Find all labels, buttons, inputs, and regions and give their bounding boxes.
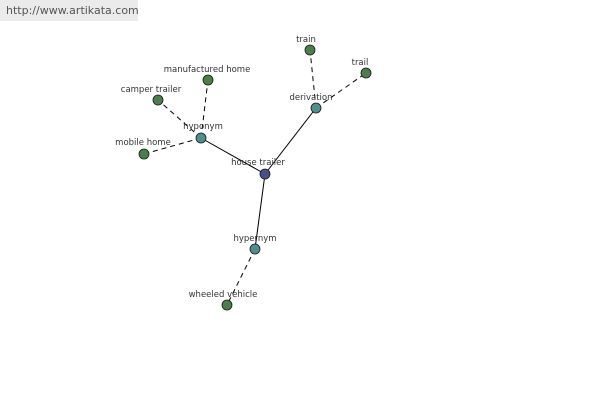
edge-house-trailer-to-derivation bbox=[264, 107, 317, 175]
node-label-hyponym: hyponym bbox=[183, 122, 223, 132]
node-label-manufactured-home: manufactured home bbox=[164, 65, 251, 75]
edge-layer bbox=[143, 49, 367, 306]
edge-house-trailer-to-hyponym bbox=[200, 137, 266, 175]
node-label-train: train bbox=[296, 35, 316, 45]
edge-derivation-to-trail bbox=[315, 72, 367, 109]
node-derivation[interactable] bbox=[310, 102, 322, 114]
node-label-mobile-home: mobile home bbox=[115, 138, 171, 148]
node-trail[interactable] bbox=[360, 67, 372, 79]
edge-house-trailer-to-hypernym bbox=[254, 173, 266, 250]
edge-hyponym-to-manufactured-home bbox=[200, 79, 209, 139]
node-label-house-trailer: house trailer bbox=[231, 158, 285, 168]
node-hyponym[interactable] bbox=[195, 132, 207, 144]
edge-hyponym-to-mobile-home bbox=[143, 137, 202, 155]
node-label-hypernym: hypernym bbox=[233, 234, 276, 244]
node-train[interactable] bbox=[304, 44, 316, 56]
node-hypernym[interactable] bbox=[249, 243, 261, 255]
node-label-derivation: derivation bbox=[289, 93, 332, 103]
node-wheeled-vehicle[interactable] bbox=[221, 299, 233, 311]
node-mobile-home[interactable] bbox=[138, 148, 150, 160]
node-manufactured-home[interactable] bbox=[202, 74, 214, 86]
watermark-url: http://www.artikata.com bbox=[0, 0, 139, 21]
edge-hypernym-to-wheeled-vehicle bbox=[226, 248, 256, 306]
label-layer: house trailer hyponym derivation hypernym ca… bbox=[115, 35, 368, 300]
node-camper-trailer[interactable] bbox=[152, 94, 164, 106]
node-house-trailer[interactable] bbox=[259, 168, 271, 180]
node-label-camper-trailer: camper trailer bbox=[121, 85, 182, 95]
node-layer bbox=[138, 44, 372, 311]
node-label-wheeled-vehicle: wheeled vehicle bbox=[189, 290, 258, 300]
edge-derivation-to-train bbox=[309, 49, 317, 109]
edge-hyponym-to-camper-trailer bbox=[157, 99, 202, 139]
node-label-trail: trail bbox=[352, 58, 369, 68]
